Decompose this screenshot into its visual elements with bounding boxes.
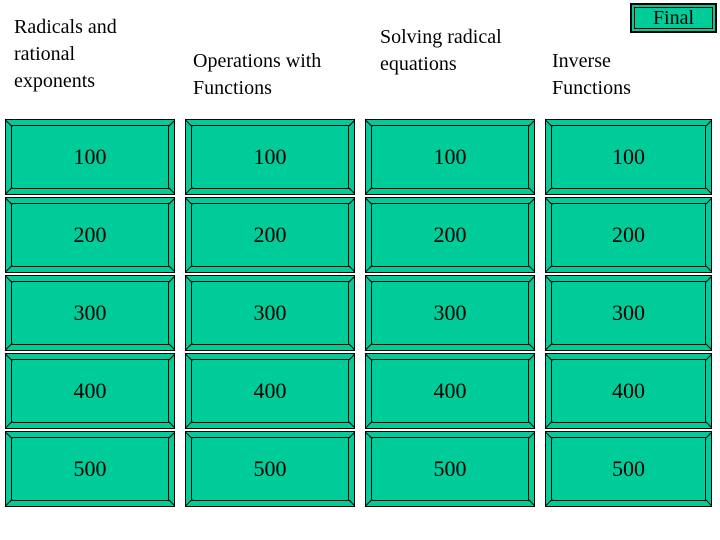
cell-value: 500 <box>551 437 706 501</box>
board-cell-inverse-300[interactable]: 300 <box>545 275 712 351</box>
board-cell-solving-300[interactable]: 300 <box>365 275 535 351</box>
cell-value: 100 <box>371 125 529 189</box>
cell-value: 200 <box>11 203 169 267</box>
board-cell-solving-500[interactable]: 500 <box>365 431 535 507</box>
board-cell-radicals-300[interactable]: 300 <box>5 275 175 351</box>
cell-value: 200 <box>191 203 349 267</box>
board-column-operations: 100 200 300 400 500 <box>185 119 355 507</box>
board-cell-radicals-400[interactable]: 400 <box>5 353 175 429</box>
cell-value: 500 <box>191 437 349 501</box>
board-cell-inverse-500[interactable]: 500 <box>545 431 712 507</box>
board-cell-radicals-100[interactable]: 100 <box>5 119 175 195</box>
final-button[interactable]: Final <box>630 3 717 33</box>
board-cell-solving-200[interactable]: 200 <box>365 197 535 273</box>
cell-value: 300 <box>191 281 349 345</box>
board-cell-inverse-200[interactable]: 200 <box>545 197 712 273</box>
category-header-solving: Solving radical equations <box>380 26 502 75</box>
board-cell-operations-500[interactable]: 500 <box>185 431 355 507</box>
category-header-radicals: Radicals and rational exponents <box>14 16 117 92</box>
board-column-radicals: 100 200 300 400 500 <box>5 119 175 507</box>
board-cell-operations-200[interactable]: 200 <box>185 197 355 273</box>
cell-value: 100 <box>191 125 349 189</box>
cell-value: 400 <box>191 359 349 423</box>
cell-value: 300 <box>11 281 169 345</box>
board-cell-inverse-400[interactable]: 400 <box>545 353 712 429</box>
cell-value: 100 <box>11 125 169 189</box>
board-column-solving: 100 200 300 400 500 <box>365 119 535 507</box>
cell-value: 300 <box>551 281 706 345</box>
cell-value: 500 <box>371 437 529 501</box>
board-column-inverse: 100 200 300 400 500 <box>545 119 712 507</box>
category-header-operations: Operations with Functions <box>193 50 322 99</box>
board-cell-solving-400[interactable]: 400 <box>365 353 535 429</box>
board-cell-solving-100[interactable]: 100 <box>365 119 535 195</box>
category-header-inverse: Inverse Functions <box>552 50 631 99</box>
cell-value: 400 <box>371 359 529 423</box>
board-cell-operations-100[interactable]: 100 <box>185 119 355 195</box>
cell-value: 200 <box>371 203 529 267</box>
cell-value: 400 <box>551 359 706 423</box>
cell-value: 100 <box>551 125 706 189</box>
cell-value: 500 <box>11 437 169 501</box>
cell-value: 200 <box>551 203 706 267</box>
board-cell-radicals-200[interactable]: 200 <box>5 197 175 273</box>
board-cell-operations-400[interactable]: 400 <box>185 353 355 429</box>
board-cell-inverse-100[interactable]: 100 <box>545 119 712 195</box>
board-cell-radicals-500[interactable]: 500 <box>5 431 175 507</box>
cell-value: 300 <box>371 281 529 345</box>
cell-value: 400 <box>11 359 169 423</box>
board-cell-operations-300[interactable]: 300 <box>185 275 355 351</box>
